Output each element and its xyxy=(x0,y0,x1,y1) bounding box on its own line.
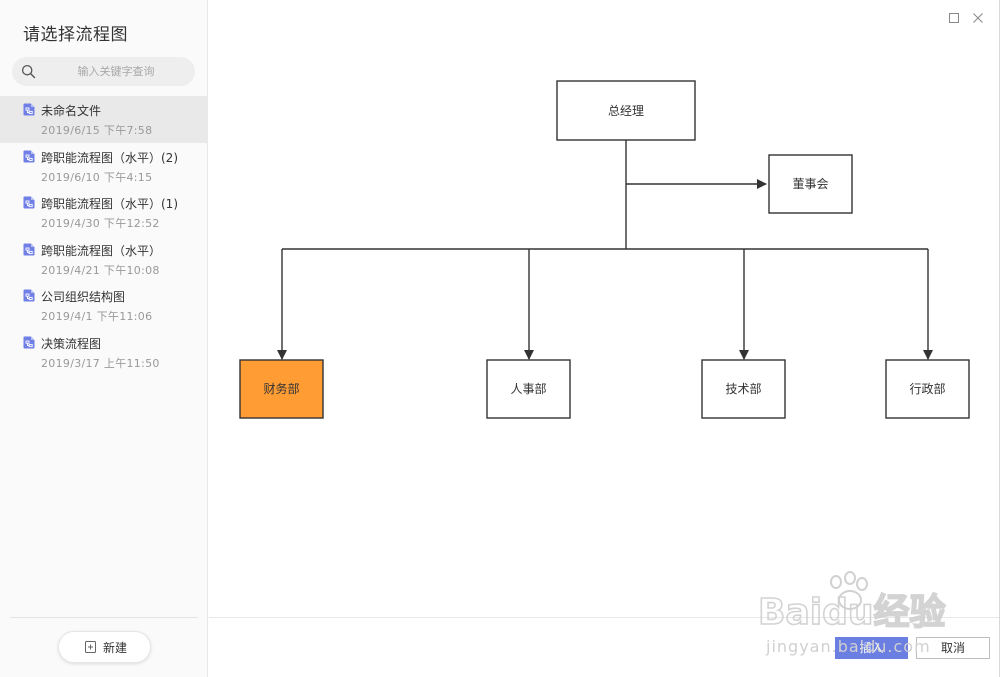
diagram-preview: 总经理 董事会 财务部 人事部 技术部 行政部 xyxy=(209,0,999,617)
list-item[interactable]: 公司组织结构图 2019/4/1 下午11:06 xyxy=(0,282,208,329)
flowchart-file-icon xyxy=(23,196,35,209)
new-file-icon xyxy=(85,641,96,653)
file-name: 跨职能流程图（水平）(1) xyxy=(41,197,178,212)
insert-button[interactable]: 插入 xyxy=(835,637,908,659)
file-date: 2019/6/15 下午7:58 xyxy=(41,124,153,137)
node-hr: 人事部 xyxy=(486,359,571,419)
new-file-label: 新建 xyxy=(103,641,128,655)
file-date: 2019/4/21 下午10:08 xyxy=(41,263,160,277)
close-icon[interactable] xyxy=(972,12,984,24)
file-list: 未命名文件 2019/6/15 下午7:58 跨职能流程图（水平）(2) 201… xyxy=(0,96,208,376)
list-item[interactable]: 未命名文件 2019/6/15 下午7:58 xyxy=(0,96,208,143)
node-label: 行政部 xyxy=(909,381,945,396)
maximize-icon[interactable] xyxy=(948,12,960,24)
search-input[interactable] xyxy=(46,57,186,86)
flowchart-file-icon xyxy=(23,103,35,116)
flowchart-file-icon xyxy=(23,289,35,302)
file-date: 2019/4/30 下午12:52 xyxy=(41,217,160,231)
flowchart-file-icon xyxy=(23,150,35,163)
sidebar-divider xyxy=(10,617,198,618)
flowchart-file-icon xyxy=(23,336,35,349)
sidebar: 请选择流程图 未命名文件 2019/6/15 下午7:58 xyxy=(0,0,208,677)
list-item[interactable]: 跨职能流程图（水平）(2) 2019/6/10 下午4:15 xyxy=(0,143,208,190)
list-item[interactable]: 跨职能流程图（水平）(1) 2019/4/30 下午12:52 xyxy=(0,189,208,236)
file-name: 公司组织结构图 xyxy=(41,290,126,305)
node-label: 财务部 xyxy=(263,381,299,396)
file-name: 跨职能流程图（水平） xyxy=(41,243,162,258)
node-label: 董事会 xyxy=(792,177,828,191)
search-box[interactable] xyxy=(12,57,195,86)
node-tech: 技术部 xyxy=(701,359,786,419)
connector-lines xyxy=(277,140,933,360)
file-date: 2019/4/1 下午11:06 xyxy=(41,310,153,324)
node-finance: 财务部 xyxy=(239,359,324,419)
new-file-button[interactable]: 新建 xyxy=(58,631,151,663)
file-name: 跨职能流程图（水平）(2) xyxy=(41,150,178,165)
node-board: 董事会 xyxy=(768,154,853,214)
cancel-button[interactable]: 取消 xyxy=(916,637,990,659)
file-name: 未命名文件 xyxy=(41,104,102,118)
sidebar-title: 请选择流程图 xyxy=(23,25,128,45)
node-label: 技术部 xyxy=(725,381,761,396)
org-chart: 总经理 董事会 财务部 人事部 技术部 行政部 xyxy=(239,80,970,419)
node-admin: 行政部 xyxy=(885,359,970,419)
node-label: 总经理 xyxy=(608,104,644,118)
file-date: 2019/3/17 上午11:50 xyxy=(41,356,160,370)
search-icon xyxy=(21,64,36,79)
flowchart-file-icon xyxy=(23,243,35,256)
file-name: 决策流程图 xyxy=(41,336,102,351)
list-item[interactable]: 决策流程图 2019/3/17 上午11:50 xyxy=(0,329,208,376)
footer-divider xyxy=(209,617,999,618)
list-item[interactable]: 跨职能流程图（水平） 2019/4/21 下午10:08 xyxy=(0,236,208,283)
file-date: 2019/6/10 下午4:15 xyxy=(41,170,153,184)
node-label: 人事部 xyxy=(510,381,546,396)
node-general-manager: 总经理 xyxy=(556,80,696,141)
